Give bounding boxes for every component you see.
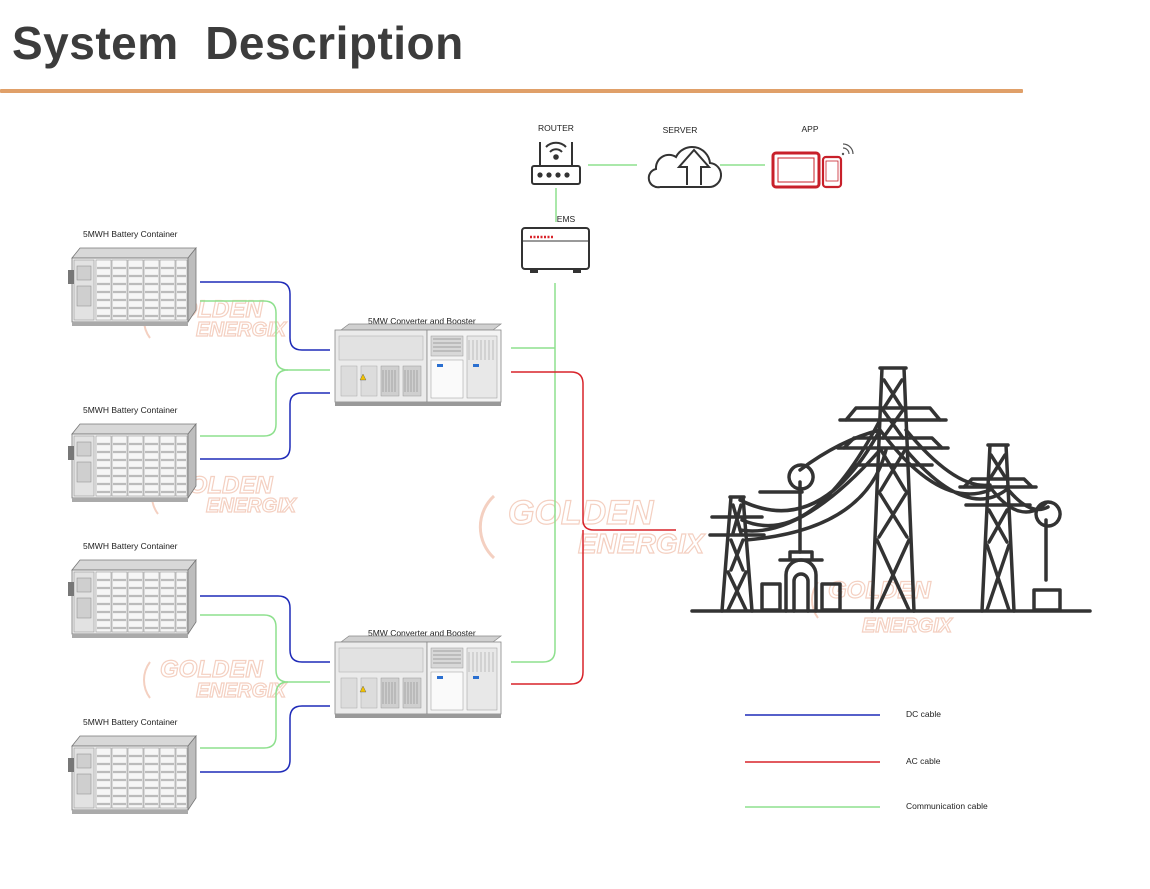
watermark-line2: ENERGIX — [206, 495, 298, 517]
converter-booster-1: 5MW Converter and Booster — [334, 316, 502, 407]
ems-controller-icon — [521, 227, 590, 273]
legend-label: Communication cable — [906, 801, 988, 811]
battery-label: 5MWH Battery Container — [83, 717, 178, 727]
watermark-line2: ENERGIX — [862, 615, 954, 637]
legend-item-dc: DC cable — [745, 709, 941, 719]
battery-label: 5MWH Battery Container — [83, 541, 178, 551]
router-node: ROUTER — [531, 123, 581, 185]
watermark-logo: GOLDEN ENERGIX — [143, 655, 288, 703]
legend-label: AC cable — [906, 756, 941, 766]
power-grid-icon — [690, 366, 1092, 613]
converter-label: 5MW Converter and Booster — [368, 628, 476, 638]
watermark-logos: GOLDEN ENERGIX GOLDEN ENERGIX GOLDEN ENE… — [143, 295, 954, 703]
tablet-phone-icon — [771, 143, 854, 189]
battery-container-3: 5MWH Battery Container — [66, 541, 198, 640]
watermark-line1: GOLDEN — [508, 494, 655, 532]
watermark-line2: ENERGIX — [196, 319, 288, 341]
watermark-logo: GOLDEN ENERGIX — [143, 295, 288, 342]
watermark-line2: ENERGIX — [196, 680, 288, 702]
converter-booster-icon — [334, 323, 502, 407]
watermark-line1: GOLDEN — [828, 577, 931, 604]
battery-container-2: 5MWH Battery Container — [66, 405, 198, 504]
page-title: System Description — [12, 17, 464, 69]
server-node: SERVER — [647, 125, 722, 189]
watermark-line2: ENERGIX — [578, 528, 706, 559]
communication-cables — [200, 164, 765, 749]
watermark-logo: GOLDEN ENERGIX — [811, 576, 954, 638]
app-label: APP — [801, 124, 818, 134]
battery-container-icon — [66, 422, 198, 504]
converter-booster-2: 5MW Converter and Booster — [334, 628, 502, 719]
title-underline — [0, 89, 1023, 93]
router-icon — [531, 141, 581, 185]
legend-item-ac: AC cable — [745, 756, 941, 766]
converter-booster-icon — [334, 635, 502, 719]
legend-item-communication: Communication cable — [745, 801, 988, 811]
app-node: APP — [771, 124, 854, 189]
cloud-upload-icon — [647, 146, 722, 189]
battery-container-icon — [66, 246, 198, 328]
watermark-line1: GOLDEN — [160, 656, 263, 683]
battery-container-icon — [66, 558, 198, 640]
ac-cables — [511, 371, 676, 685]
legend-label: DC cable — [906, 709, 941, 719]
ems-label: EMS — [557, 214, 576, 224]
battery-label: 5MWH Battery Container — [83, 405, 178, 415]
battery-container-icon — [66, 734, 198, 816]
watermark-logo: GOLDEN ENERGIX — [478, 493, 707, 560]
legend: DC cable AC cable Communication cable — [745, 709, 988, 811]
battery-container-4: 5MWH Battery Container — [66, 717, 198, 816]
converter-label: 5MW Converter and Booster — [368, 316, 476, 326]
server-label: SERVER — [663, 125, 698, 135]
router-label: ROUTER — [538, 123, 574, 133]
battery-container-1: 5MWH Battery Container — [66, 229, 198, 328]
dc-cables — [200, 281, 330, 773]
ems-node: EMS — [521, 214, 590, 273]
battery-label: 5MWH Battery Container — [83, 229, 178, 239]
